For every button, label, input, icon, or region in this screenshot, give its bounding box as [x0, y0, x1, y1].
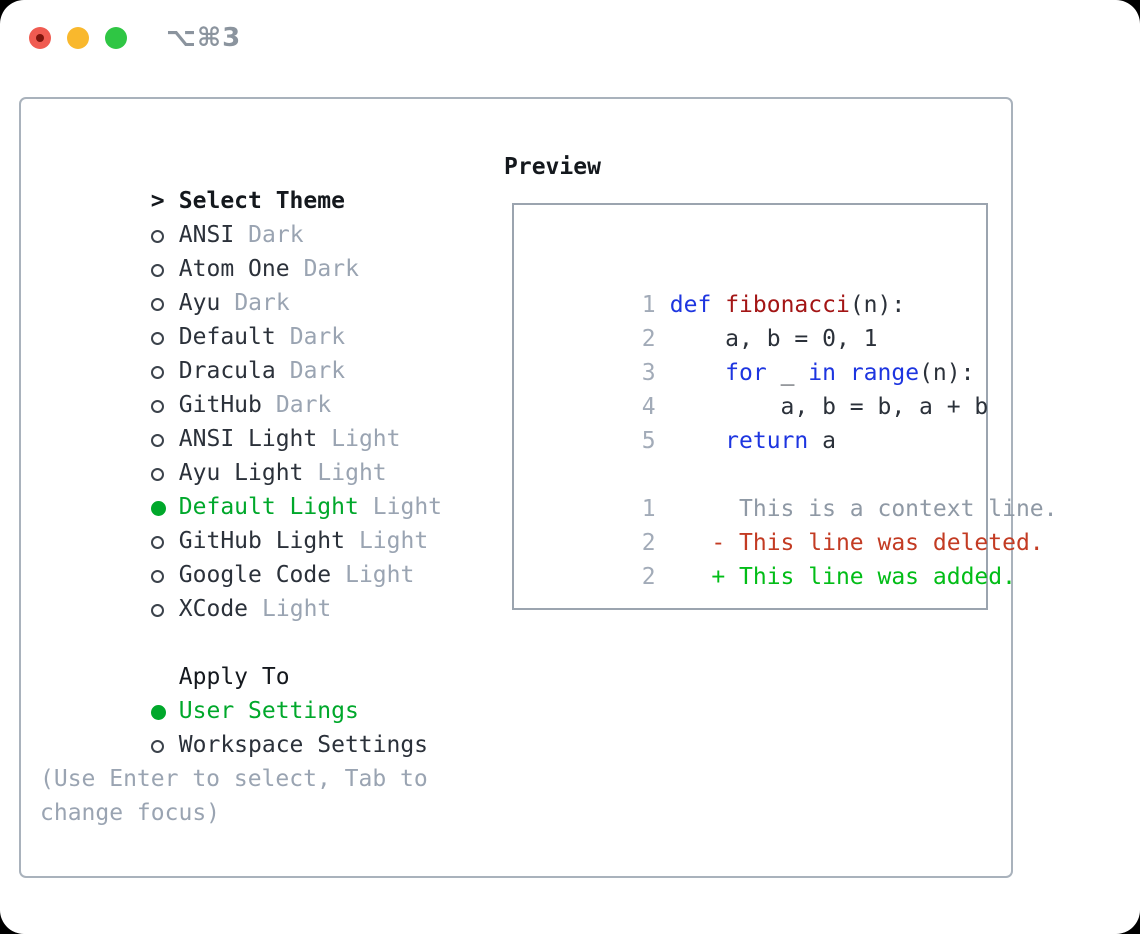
radio-selected-icon — [150, 694, 179, 728]
line-number: 4 — [641, 394, 656, 420]
line-number: 5 — [641, 428, 656, 454]
radio-selected-icon — [150, 490, 179, 524]
zoom-button-icon[interactable] — [105, 27, 127, 49]
radio-icon — [150, 558, 179, 592]
line-number: 2 — [641, 530, 656, 556]
diff-deleted-line: 2 - This line was deleted. — [531, 492, 1044, 556]
window-shortcut-label: ⌥⌘3 — [166, 23, 242, 53]
radio-icon — [150, 320, 179, 354]
diff-added-line: 2 + This line was added. — [531, 526, 1016, 590]
radio-icon — [150, 354, 179, 388]
titlebar: ⌥⌘3 — [0, 0, 1140, 76]
code-line-2: 2 a, b = 0, 1 — [531, 288, 986, 352]
help-text-line2: change focus) — [40, 800, 221, 826]
radio-icon — [150, 252, 179, 286]
radio-icon — [150, 728, 179, 762]
radio-icon — [150, 286, 179, 320]
radio-icon — [150, 218, 179, 252]
apply-to-header: Apply To — [178, 664, 290, 690]
code-line-4: 4 a, b = b, a + b — [531, 356, 989, 420]
radio-icon — [150, 456, 179, 490]
line-number: 1 — [641, 496, 656, 522]
diff-context-line: 1 This is a context line. — [531, 458, 1058, 522]
close-button-icon[interactable] — [29, 27, 51, 49]
radio-icon — [150, 388, 179, 422]
select-theme-header: > Select Theme — [40, 150, 442, 214]
help-text-line1: (Use Enter to select, Tab to — [40, 766, 428, 792]
line-number: 1 — [641, 292, 656, 318]
blank-line — [531, 220, 986, 254]
preview-title: Preview — [504, 154, 601, 180]
radio-icon — [150, 422, 179, 456]
focus-caret-icon: > — [150, 188, 165, 214]
apply-option-workspace-settings[interactable]: Workspace Settings — [40, 694, 442, 758]
apply-option-user-settings[interactable]: User Settings — [40, 660, 442, 724]
line-number: 2 — [641, 326, 656, 352]
code-line-5: 5 return a — [531, 390, 986, 454]
minimize-button-icon[interactable] — [67, 27, 89, 49]
radio-icon — [150, 592, 179, 626]
line-number: 3 — [641, 360, 656, 386]
select-theme-title: Select Theme — [178, 188, 345, 214]
code-line-3: 3 for _ in range(n): — [531, 322, 986, 386]
radio-icon — [150, 524, 179, 558]
line-number: 2 — [641, 564, 656, 590]
